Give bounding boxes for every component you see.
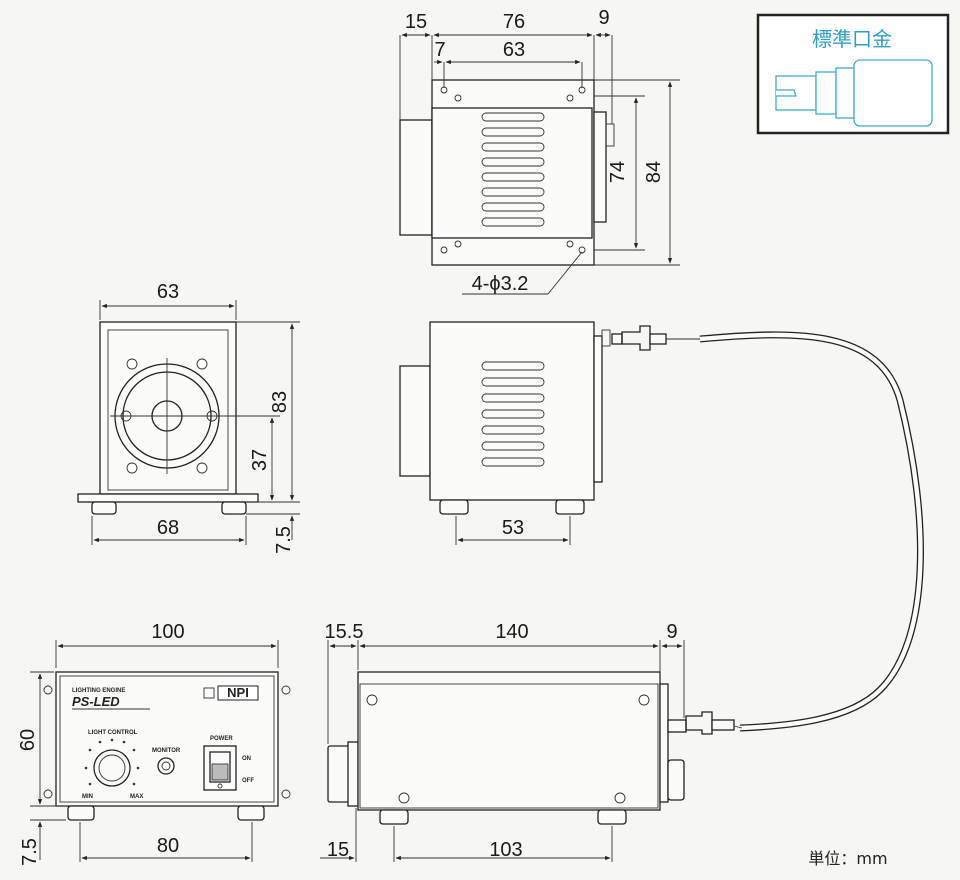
dim-top-84: 84	[643, 161, 665, 183]
label-light-control: LIGHT CONTROL	[88, 730, 138, 736]
dim-long-15: 15	[327, 839, 349, 861]
dim-top-holes: 4-ϕ3.2	[472, 273, 529, 295]
units-label: 単位：mm	[808, 849, 887, 868]
label-max: MAX	[130, 794, 143, 800]
side-view: 53	[399, 321, 700, 545]
dim-front-75: 7.5	[273, 526, 295, 554]
label-min: MIN	[82, 794, 93, 800]
dim-long-9: 9	[666, 621, 677, 643]
dim-panel-60: 60	[17, 729, 39, 751]
label-brand: PS-LED	[72, 694, 120, 709]
dim-front-37: 37	[249, 449, 271, 471]
connector-bottom	[685, 711, 743, 735]
dim-front-63: 63	[157, 281, 179, 303]
dim-long-140: 140	[495, 621, 528, 643]
inset-title: 標準口金	[812, 27, 892, 51]
dim-panel-100: 100	[151, 621, 184, 643]
dim-top-63: 63	[503, 39, 525, 61]
connector-top	[611, 325, 700, 351]
dim-panel-80: 80	[157, 835, 179, 857]
dim-long-15-5: 15.5	[325, 621, 364, 643]
dim-top-74: 74	[607, 161, 629, 183]
dim-panel-75: 7.5	[19, 838, 41, 866]
label-on: ON	[242, 756, 251, 762]
control-panel-view: LIGHTING ENGINE PS-LED NPI LIGHT CONTROL…	[17, 621, 291, 866]
label-logo: NPI	[227, 685, 249, 700]
monitor-jack[interactable]	[157, 757, 175, 775]
dim-top-9: 9	[598, 7, 609, 29]
dim-top-76: 76	[503, 11, 525, 33]
light-control-knob[interactable]	[93, 749, 131, 787]
long-side-view: 15.5 140 9 15 103	[320, 621, 743, 862]
dim-side-53: 53	[502, 517, 524, 539]
front-view: 63 83 37 68 7.5	[77, 281, 300, 554]
inset-standard-ferrule: 標準口金	[756, 13, 950, 135]
label-monitor: MONITOR	[152, 748, 181, 754]
label-power: POWER	[210, 736, 233, 742]
fiber-cable	[699, 331, 924, 732]
top-view: 15 76 9 7 63 74 84 4-ϕ3.2	[399, 7, 680, 295]
dim-front-83: 83	[269, 391, 291, 413]
dim-top-7: 7	[434, 39, 445, 61]
dim-long-103: 103	[489, 839, 522, 861]
label-lighting-engine: LIGHTING ENGINE	[72, 688, 125, 694]
label-off: OFF	[242, 778, 254, 784]
dim-top-15: 15	[405, 11, 427, 33]
ferrule-icon	[775, 59, 933, 127]
dim-front-68: 68	[157, 517, 179, 539]
